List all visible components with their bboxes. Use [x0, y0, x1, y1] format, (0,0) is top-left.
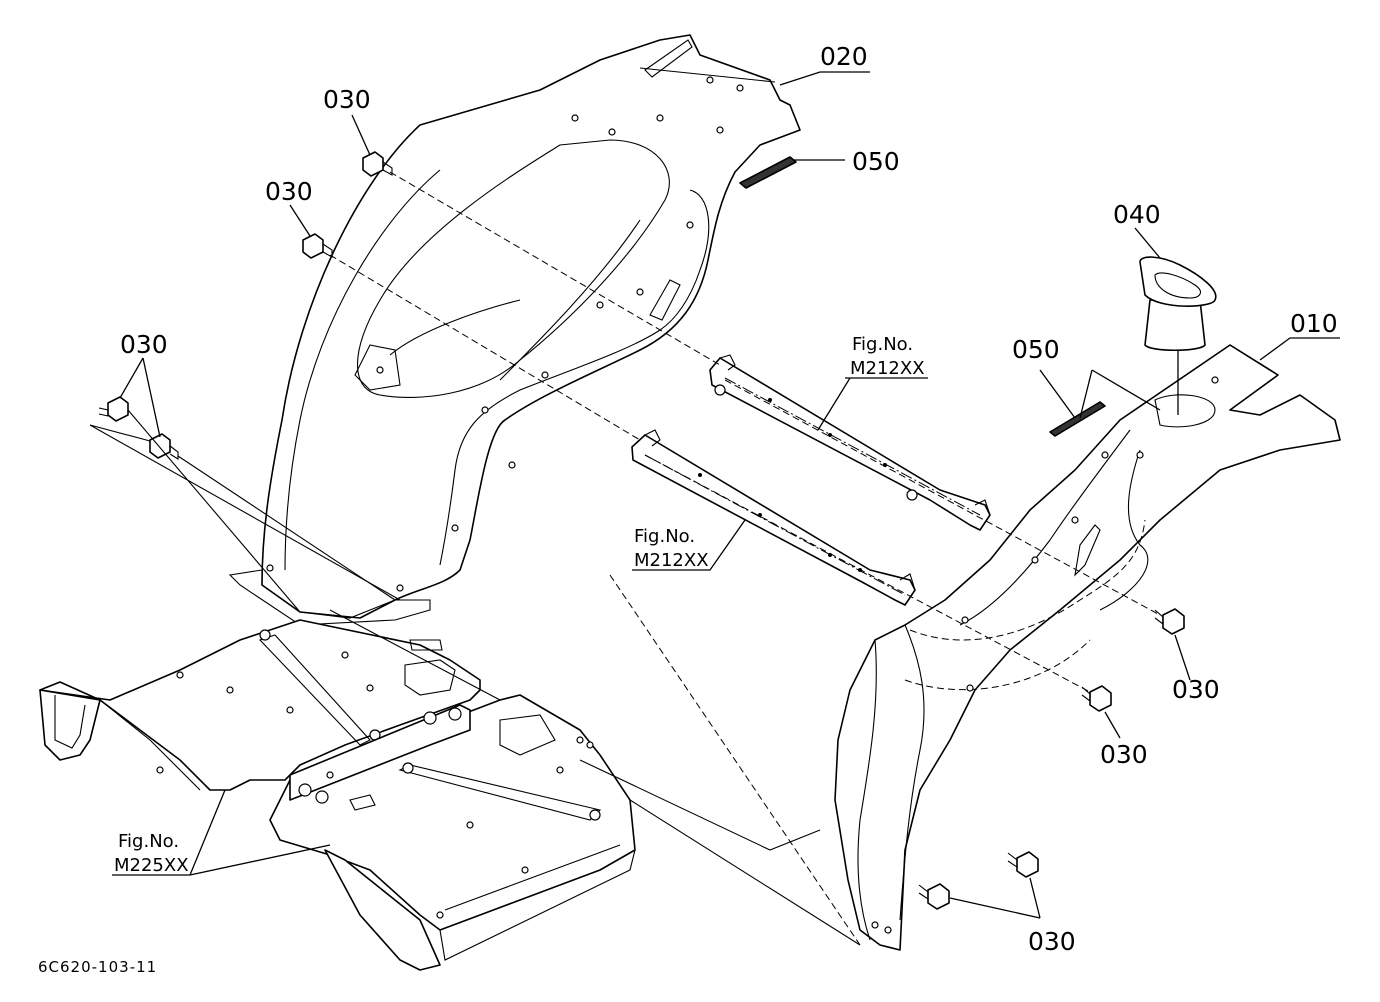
- bolt-030-g: [1007, 851, 1039, 878]
- label-050-right: 050: [1012, 335, 1060, 364]
- label-020: 020: [820, 42, 868, 71]
- label-030-a: 030: [323, 85, 371, 114]
- figref-lower-prefix: Fig.No.: [118, 831, 179, 852]
- figref-upper-number: M212XX: [850, 358, 925, 379]
- part-labels: 020 050 030 030 030 040 010 050 030 030 …: [120, 42, 1338, 956]
- label-030-e: 030: [1100, 740, 1148, 769]
- upper-bracket-m212xx: [709, 354, 991, 531]
- left-fender-part-020: [228, 34, 801, 626]
- label-030-f: 030: [1028, 927, 1076, 956]
- bolt-030-d: [149, 433, 179, 460]
- bolt-030-e: [1154, 608, 1185, 635]
- assembly-center-lines: [89, 171, 1161, 946]
- label-050-top: 050: [852, 147, 900, 176]
- bolt-030-c: [98, 396, 129, 422]
- figref-middle-number: M212XX: [634, 550, 709, 571]
- strip-part-050-top: [739, 156, 797, 189]
- strip-part-050-right: [1049, 401, 1106, 437]
- drawing-code: 6C620-103-11: [38, 958, 157, 976]
- figure-references: Fig.No. M212XX Fig.No. M212XX Fig.No. M2…: [114, 334, 925, 876]
- label-030-d: 030: [1172, 675, 1220, 704]
- cup-holder-part-040: [1139, 256, 1217, 415]
- bolt-030-f: [1081, 685, 1112, 712]
- bolt-030-b: [302, 233, 333, 259]
- label-030-c: 030: [120, 330, 168, 359]
- bolt-030-h: [918, 883, 950, 910]
- right-floor-plate-assembly: [269, 694, 636, 971]
- figref-upper-prefix: Fig.No.: [852, 334, 913, 355]
- figref-middle-prefix: Fig.No.: [634, 526, 695, 547]
- bolt-030-a: [362, 151, 393, 177]
- leader-lines: [112, 71, 1340, 919]
- label-030-b: 030: [265, 177, 313, 206]
- label-040: 040: [1113, 200, 1161, 229]
- label-010: 010: [1290, 309, 1338, 338]
- figref-lower-number: M225XX: [114, 855, 189, 876]
- right-fender-part-010: [834, 344, 1341, 951]
- left-floor-plate-assembly: [39, 619, 481, 791]
